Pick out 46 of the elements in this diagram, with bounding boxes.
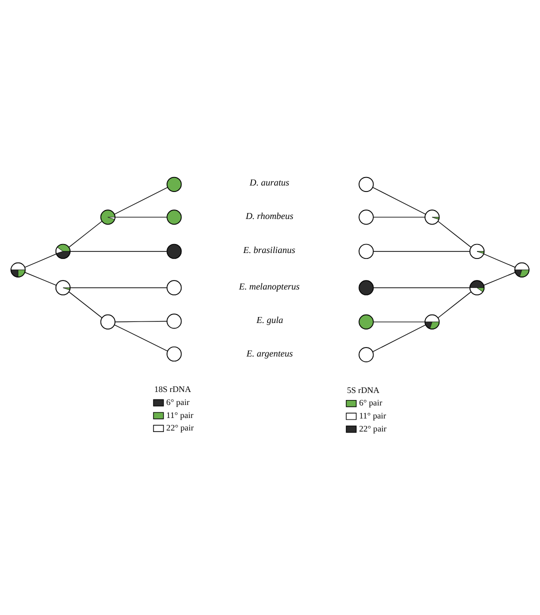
legend-label: 22° pair xyxy=(166,422,194,433)
node-circle xyxy=(166,280,182,296)
legend-label: 22° pair xyxy=(359,423,386,434)
connector xyxy=(372,324,426,352)
connector xyxy=(438,292,472,318)
node-circle xyxy=(166,210,182,225)
node-circle xyxy=(100,314,116,330)
node-circle xyxy=(166,314,182,329)
connector xyxy=(24,272,57,286)
node-circle xyxy=(358,347,374,362)
label: 5S rDNA xyxy=(346,384,380,395)
legend-label: 6° pair xyxy=(359,398,382,408)
node-circle xyxy=(358,314,374,330)
node-circle xyxy=(358,244,374,259)
connector xyxy=(373,287,470,288)
connector xyxy=(114,216,168,218)
connector xyxy=(372,187,426,215)
connector xyxy=(372,216,426,218)
label: E. argenteus xyxy=(246,349,293,360)
connector xyxy=(483,272,516,286)
label: D. rhombeus xyxy=(246,212,294,222)
node-circle xyxy=(358,176,374,192)
label: E. gula xyxy=(256,316,284,326)
connector xyxy=(70,287,168,288)
legend-label: 6° pair xyxy=(166,397,190,408)
connector xyxy=(68,292,102,318)
connector xyxy=(68,221,102,248)
legend-label: 11° pair xyxy=(166,410,194,420)
label: D. auratus xyxy=(250,178,290,188)
connector xyxy=(373,251,470,252)
node-circle xyxy=(166,346,182,362)
legend-label: 11° pair xyxy=(359,410,386,421)
node-circle xyxy=(358,280,374,296)
label: 18S rDNA xyxy=(154,384,192,394)
label: E. brasilianus xyxy=(243,246,296,256)
connector xyxy=(483,254,516,268)
connector xyxy=(114,320,168,322)
connector xyxy=(114,187,168,214)
connector xyxy=(114,324,168,352)
connector xyxy=(24,254,57,268)
connector xyxy=(438,221,472,248)
node-circle xyxy=(166,244,182,259)
node-circle xyxy=(358,210,374,225)
connector xyxy=(70,251,168,252)
node-circle xyxy=(166,176,182,192)
label: E. melanopterus xyxy=(239,282,300,292)
